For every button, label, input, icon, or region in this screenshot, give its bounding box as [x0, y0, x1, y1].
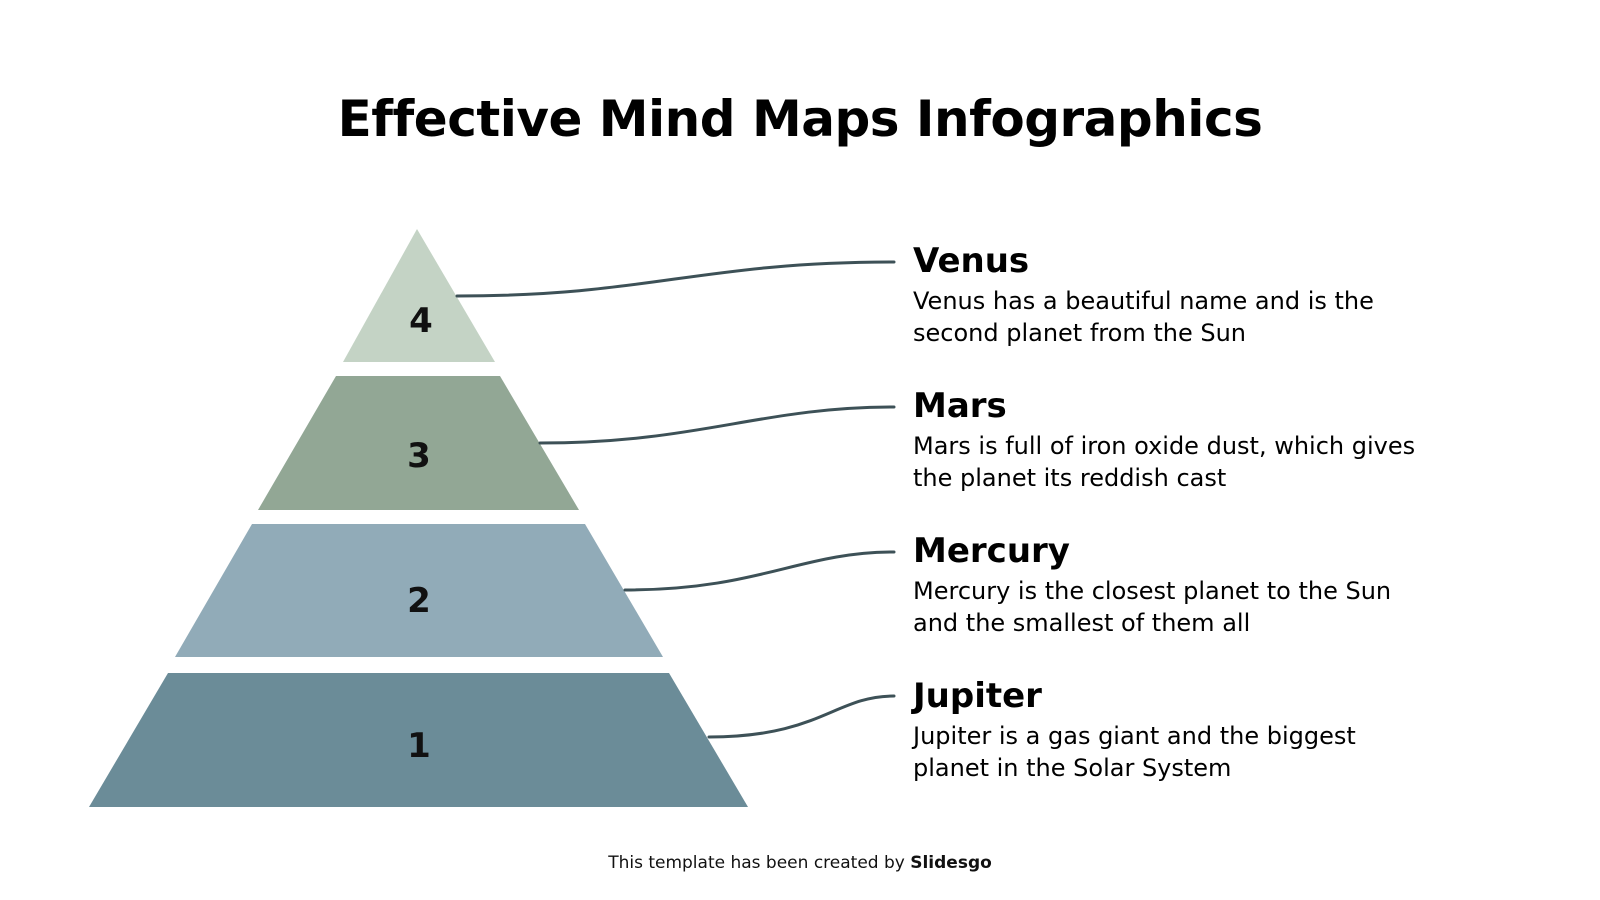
slide-title: Effective Mind Maps Infographics: [337, 90, 1263, 148]
tier-3-shape: [258, 376, 579, 510]
pyramid-tier-4: 4: [343, 229, 495, 362]
item-description: Jupiter is a gas giant and the biggest p…: [913, 720, 1553, 784]
tier-4-shape: [343, 229, 495, 362]
item-mars: Mars Mars is full of iron oxide dust, wh…: [913, 386, 1553, 494]
footer-credit: This template has been created by Slides…: [0, 853, 1600, 873]
item-description-line: and the smallest of them all: [913, 609, 1251, 637]
tier-1-number: 1: [407, 726, 431, 766]
item-title: Jupiter: [913, 676, 1042, 716]
item-description: Mars is full of iron oxide dust, which g…: [913, 430, 1553, 494]
tier-2-number: 2: [407, 581, 431, 621]
tier-1-shape: [89, 673, 748, 807]
tier-3-number: 3: [407, 436, 431, 476]
item-description-line: planet in the Solar System: [913, 754, 1232, 782]
connector-line-mercury: [623, 550, 896, 592]
footer-brand: Slidesgo: [910, 853, 992, 873]
item-jupiter: Jupiter Jupiter is a gas giant and the b…: [913, 676, 1553, 784]
item-description-line: second planet from the Sun: [913, 319, 1246, 347]
tier-2-shape: [175, 524, 663, 657]
pyramid-tier-2: 2: [175, 524, 663, 657]
item-title: Mars: [913, 386, 1007, 426]
tier-4-number: 4: [409, 301, 433, 341]
pyramid-tier-3: 3: [258, 376, 579, 510]
item-mercury: Mercury Mercury is the closest planet to…: [913, 531, 1553, 639]
connector-line-mars: [538, 405, 896, 445]
item-description-line: Mars is full of iron oxide dust, which g…: [913, 432, 1416, 460]
item-description-line: the planet its reddish cast: [913, 464, 1227, 492]
connector-line-jupiter: [707, 694, 896, 739]
item-description-line: Jupiter is a gas giant and the biggest: [913, 722, 1356, 750]
pyramid-tier-1: 1: [89, 673, 748, 807]
item-description: Venus has a beautiful name and is the se…: [913, 285, 1553, 349]
item-description-line: Mercury is the closest planet to the Sun: [913, 577, 1392, 605]
item-title: Venus: [913, 241, 1030, 281]
item-venus: Venus Venus has a beautiful name and is …: [913, 241, 1553, 349]
connector-line-venus: [455, 260, 896, 298]
item-description: Mercury is the closest planet to the Sun…: [913, 575, 1553, 639]
item-title: Mercury: [913, 531, 1070, 571]
footer-text: This template has been created by: [608, 853, 911, 873]
item-description-line: Venus has a beautiful name and is the: [913, 287, 1374, 315]
